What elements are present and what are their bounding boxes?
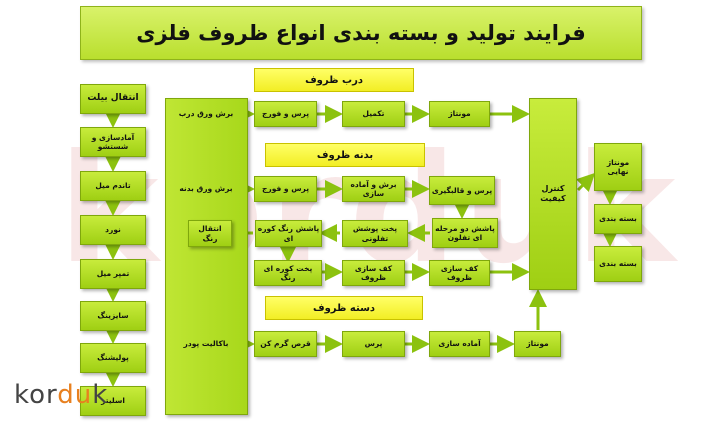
lid-assembly: مونتاژ	[429, 101, 490, 127]
body-bottom-forming-2: کف سازی ظروف	[429, 260, 490, 286]
body-two-stage-teflon: پاشش دو مرحله ای تفلون	[432, 218, 498, 248]
step-sizing: سایزینگ	[80, 301, 146, 331]
diagram-title: فرایند تولید و بسته بندی انواع ظروف فلزی	[80, 6, 642, 60]
korduk-logo: korduk	[14, 380, 109, 410]
handle-press: پرس	[342, 331, 405, 357]
body-press-forge: پرس و فورج	[254, 176, 317, 202]
section-handle: دسته ظروف	[265, 296, 423, 320]
packaging-2: بسته بندی	[594, 246, 642, 282]
step-slitter: اسلیتر	[80, 386, 146, 416]
step-polishing: پولیشنگ	[80, 343, 146, 373]
step-tandem-mill: تاندم میل	[80, 171, 146, 201]
section-body: بدنه ظروف	[265, 143, 425, 167]
step-bakelite-powder: باکالیت پودر	[183, 339, 229, 348]
body-bottom-forming-1: کف سازی ظروف	[342, 260, 405, 286]
handle-prep: آماده سازی	[429, 331, 490, 357]
quality-control: کنترل کیفیت	[529, 98, 577, 290]
final-assembly: مونتاژ نهایی	[594, 143, 642, 191]
step-lid-sheet-cut: برش ورق درب	[178, 109, 234, 118]
step-rolling: نورد	[80, 215, 146, 245]
body-paint-transfer: انتقال رنگ	[188, 220, 232, 247]
lid-press-forge: پرس و فورج	[254, 101, 317, 127]
step-temper-mill: تمپر میل	[80, 259, 146, 289]
step-body-sheet-cut: برش ورق بدنه	[179, 184, 233, 193]
step-billet-transfer: انتقال بیلت	[80, 84, 146, 114]
body-kiln-paint-spray: پاشش رنگ کوره ای	[255, 220, 322, 247]
body-kiln-paint-bake: پخت کوره ای رنگ	[254, 260, 322, 286]
body-press-molding: پرس و قالبگیری	[429, 176, 495, 205]
handle-heating-disk: قرص گرم کن	[254, 331, 317, 357]
body-teflon-bake: پخت پوشش تفلونی	[342, 220, 408, 247]
handle-assembly: مونتاژ	[514, 331, 561, 357]
lid-finishing: تکمیل	[342, 101, 405, 127]
cutting-column	[165, 98, 248, 415]
packaging-1: بسته بندی	[594, 204, 642, 234]
step-prep-wash: آمادسازی و شستشو	[80, 127, 146, 157]
body-cut-prep: برش و آماده سازی	[342, 176, 405, 202]
section-lid: درب ظروف	[254, 68, 414, 92]
